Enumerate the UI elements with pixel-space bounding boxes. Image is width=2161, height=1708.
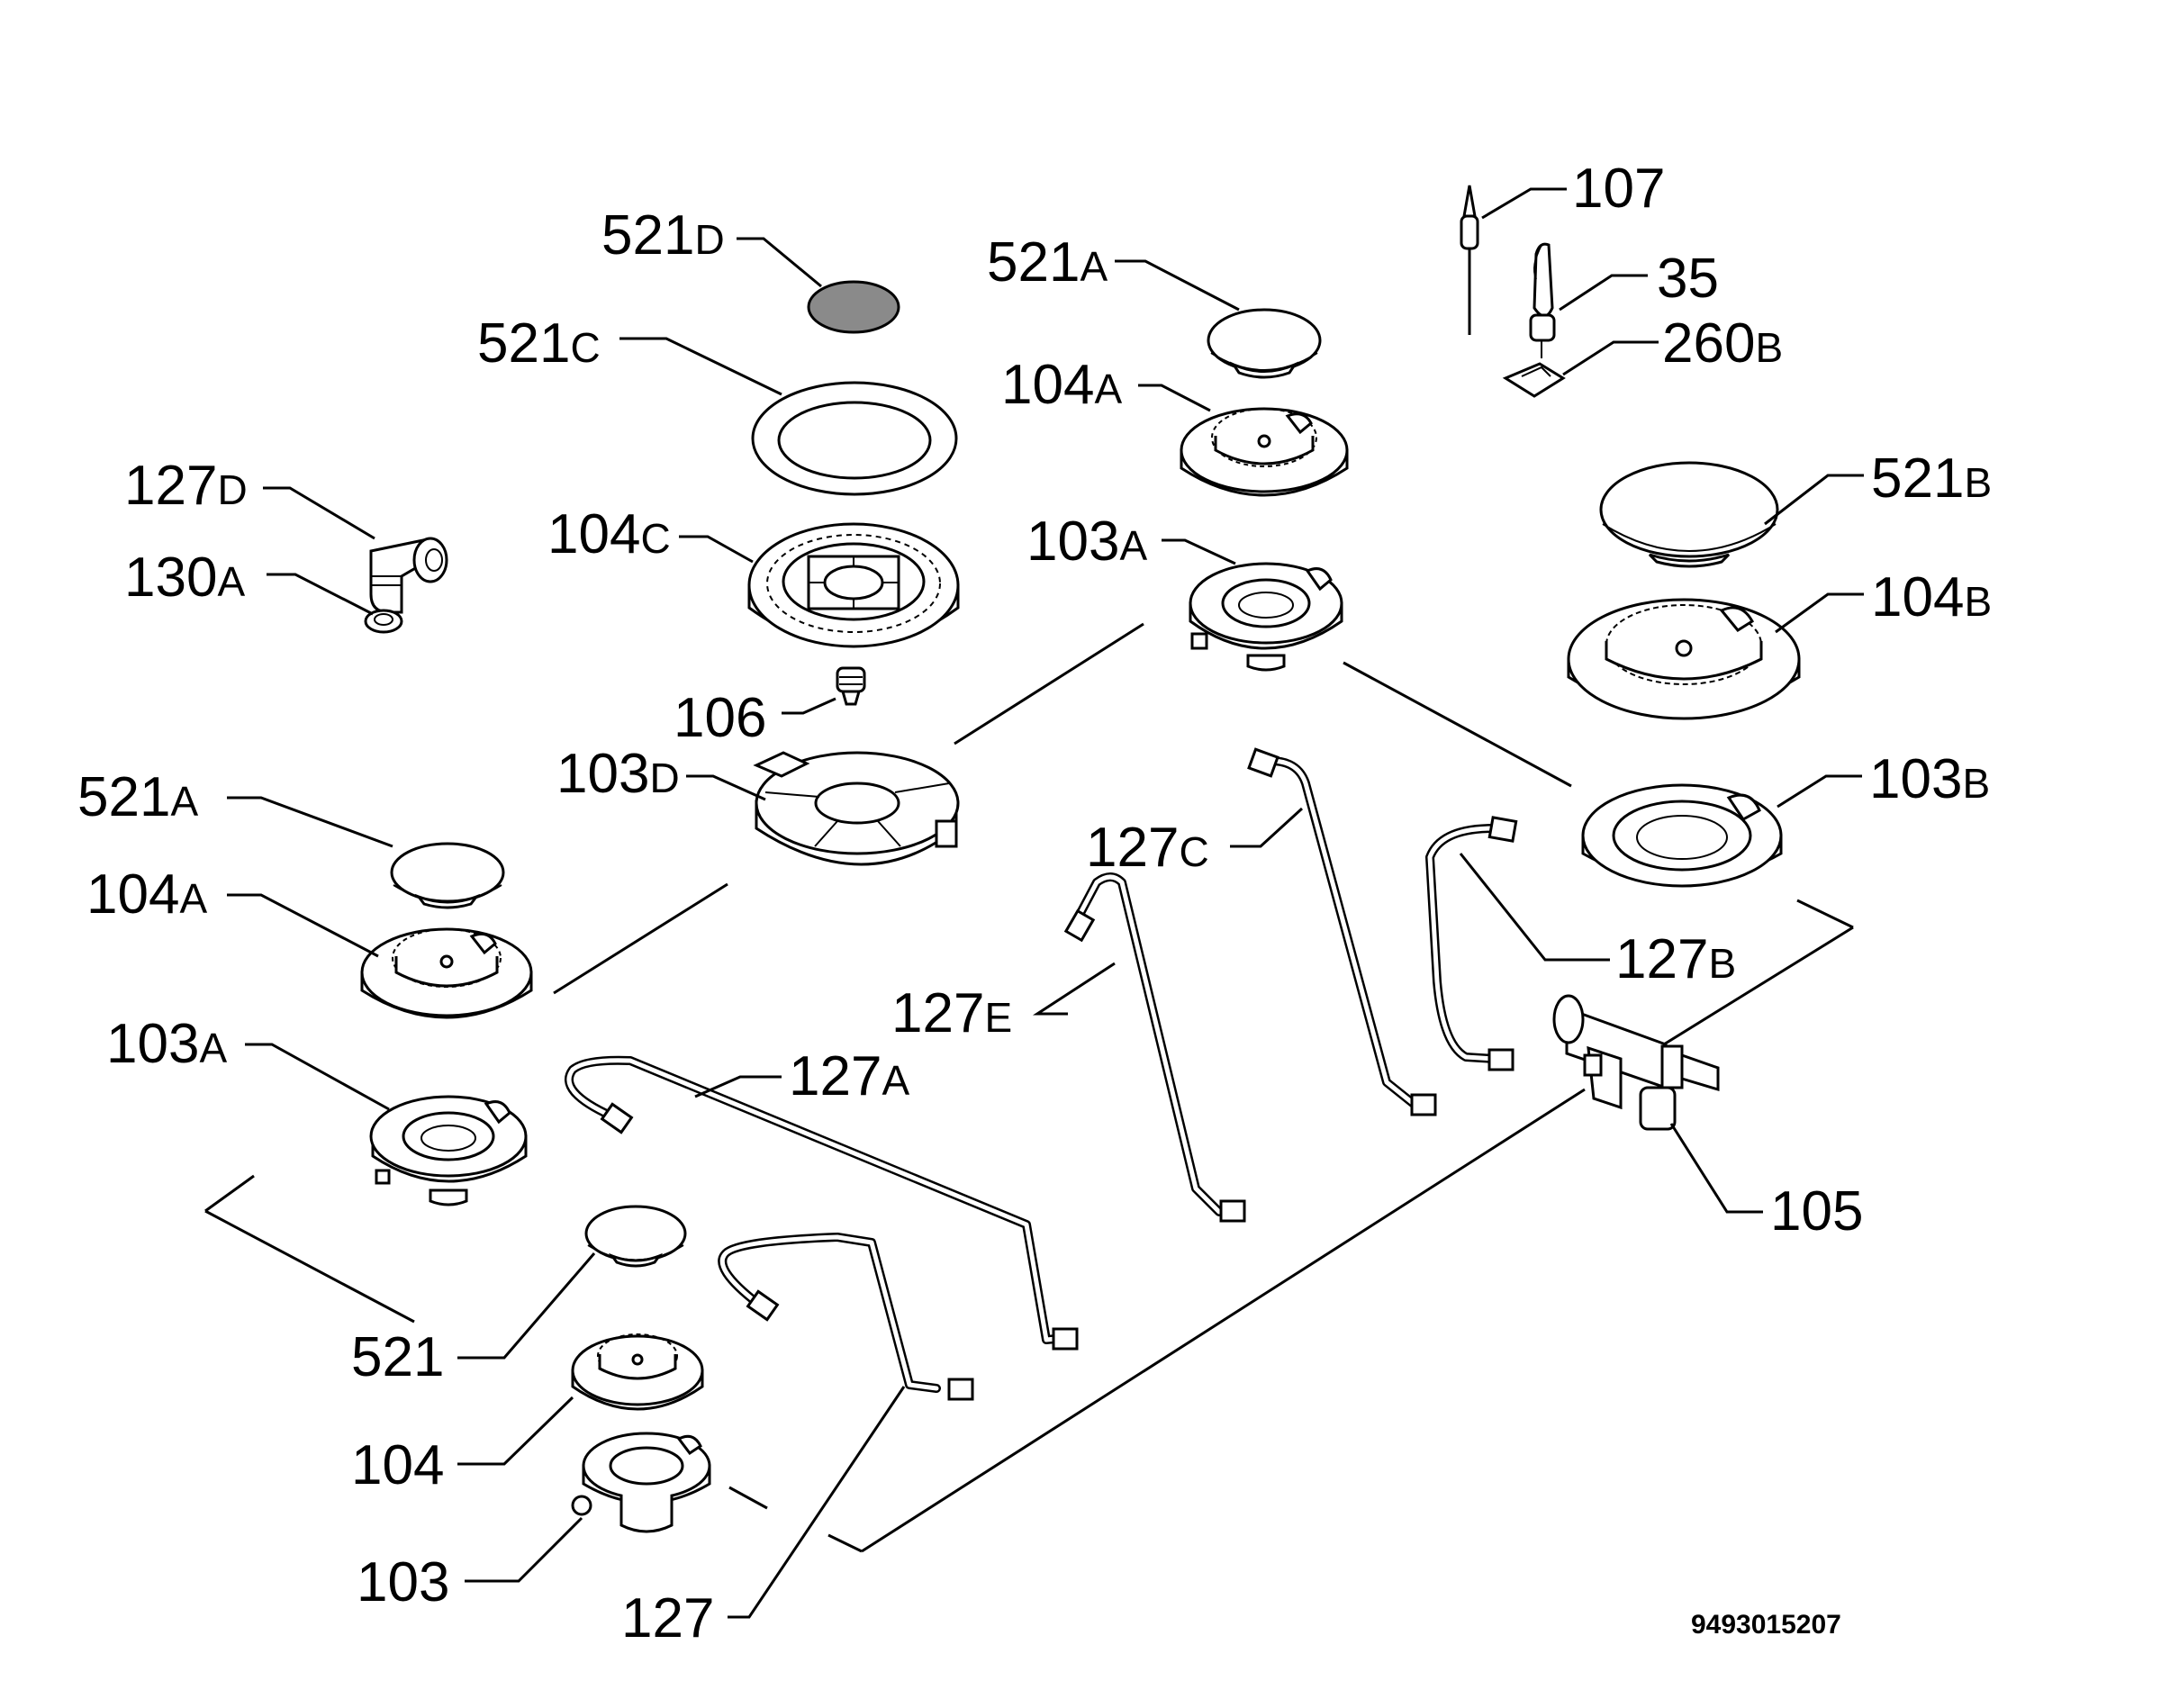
label-521: 521 — [351, 1326, 444, 1388]
label-103b: 103B — [1869, 748, 1990, 810]
label-103d: 103D — [556, 743, 680, 805]
label-105: 105 — [1770, 1180, 1863, 1243]
label-104a-top: 104A — [1001, 354, 1122, 416]
burner-base-103d — [753, 751, 960, 866]
label-106: 106 — [674, 687, 766, 749]
label-127d: 127D — [124, 455, 248, 517]
leader-lines — [227, 187, 1864, 1619]
burner-crown-104c — [747, 522, 960, 648]
burner-crown-104b — [1567, 598, 1801, 720]
label-127a: 127A — [789, 1045, 909, 1107]
label-107: 107 — [1572, 158, 1665, 220]
burner-base-103 — [571, 1432, 711, 1533]
label-35: 35 — [1657, 248, 1719, 310]
pipe-nuts — [600, 747, 1518, 1401]
label-104b: 104B — [1871, 566, 1992, 628]
drawing-code: 9493015207 — [1691, 1610, 1841, 1640]
gas-pipes — [565, 756, 1499, 1393]
label-521b: 521B — [1871, 447, 1992, 510]
injector-106 — [836, 666, 866, 706]
electrode-clip-260b — [1502, 362, 1566, 398]
assembly-guide-lines — [204, 622, 1854, 1553]
label-521a-left: 521A — [77, 766, 198, 828]
label-521d: 521D — [601, 204, 725, 267]
burner-ring-521c — [751, 381, 958, 496]
thermocouple-107 — [1460, 185, 1479, 335]
burner-cap-521b — [1599, 461, 1779, 568]
elbow-fitting-127d — [369, 537, 448, 614]
burner-crown-104a-left — [360, 927, 533, 1019]
label-103a-top: 103A — [1026, 511, 1147, 573]
part-labels: 521D 521C 127D 130A 104C 106 103D 521A 1… — [77, 158, 1992, 1649]
label-127e: 127E — [891, 982, 1012, 1044]
label-521a-top: 521A — [987, 231, 1108, 294]
burner-crown-104 — [571, 1333, 704, 1411]
label-104a-left: 104A — [86, 863, 207, 926]
burner-base-103b — [1581, 783, 1783, 888]
burner-crown-104a-top — [1180, 407, 1349, 497]
gas-tap-105 — [1552, 994, 1720, 1131]
seal-washer-130a — [364, 609, 403, 634]
label-260b: 260B — [1662, 312, 1783, 375]
label-104: 104 — [351, 1434, 444, 1496]
label-103a-left: 103A — [106, 1013, 227, 1075]
burner-cap-521a-left — [390, 842, 505, 909]
label-103: 103 — [357, 1551, 449, 1613]
ignition-electrode-35 — [1529, 242, 1556, 358]
label-127: 127 — [621, 1587, 714, 1649]
burner-cap-521 — [584, 1205, 687, 1268]
label-104c: 104C — [547, 503, 671, 565]
label-127c: 127C — [1086, 817, 1209, 879]
label-127b: 127B — [1615, 928, 1736, 990]
burner-cap-521d — [807, 280, 900, 334]
burner-base-103a-left — [369, 1095, 528, 1206]
burner-cap-521a-top — [1207, 308, 1322, 379]
label-521c: 521C — [477, 312, 601, 375]
label-130a: 130A — [124, 547, 245, 609]
burner-base-103a-top — [1189, 562, 1343, 672]
